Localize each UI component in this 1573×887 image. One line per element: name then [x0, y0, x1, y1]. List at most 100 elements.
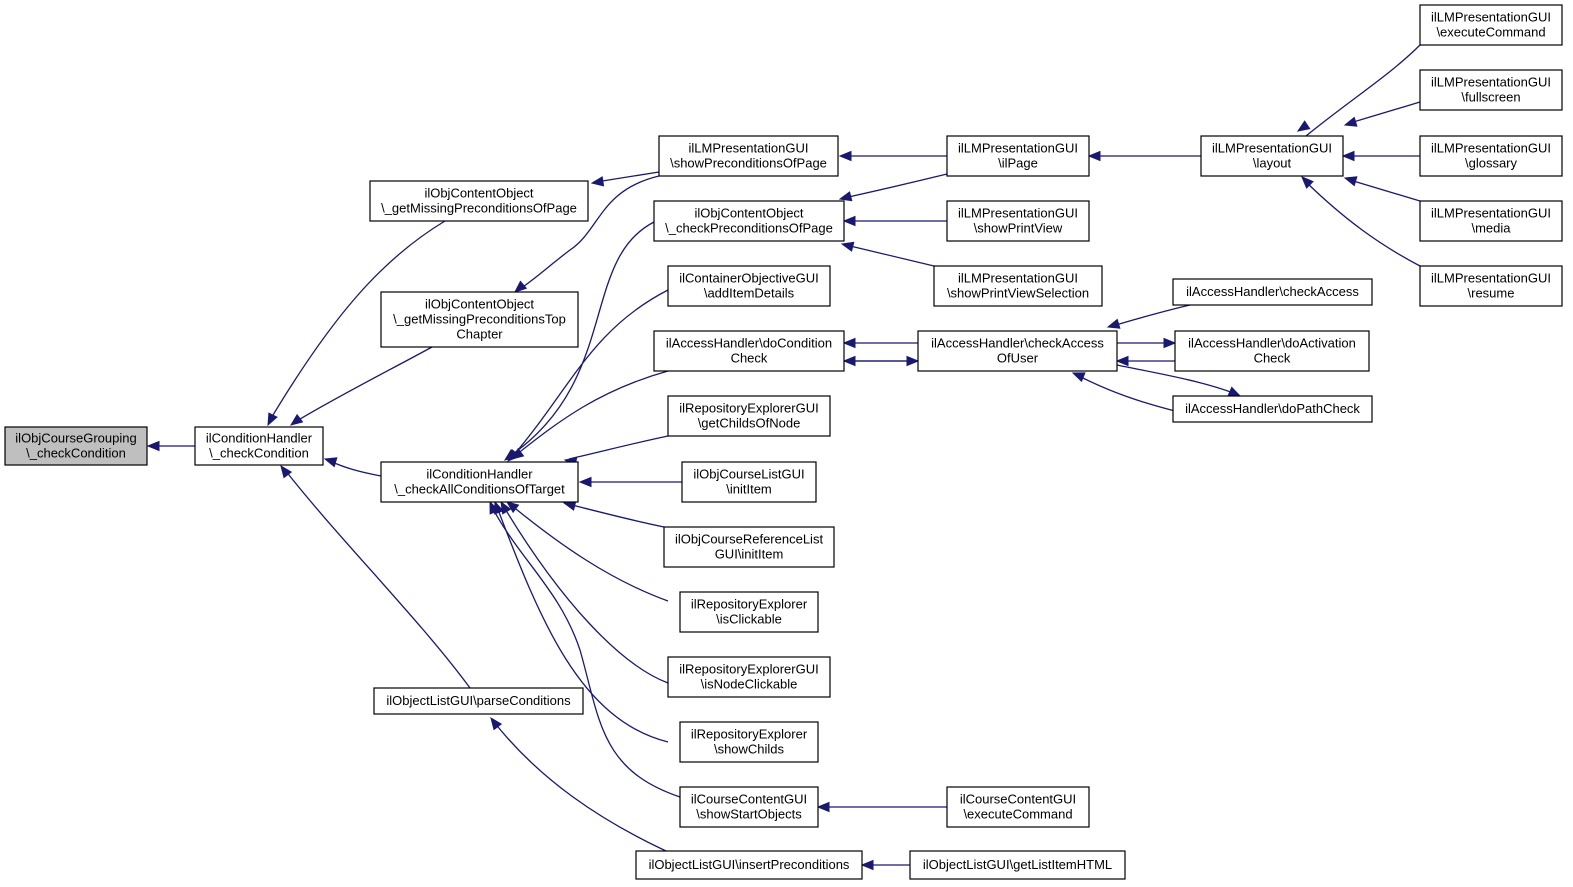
call-edge [578, 476, 682, 488]
call-edge [267, 220, 446, 427]
node-label: \_checkCondition [209, 446, 309, 461]
root-function-node[interactable]: ilObjCourseGrouping\_checkCondition [4, 426, 148, 466]
node-label: \media [1471, 221, 1511, 236]
function-node[interactable]: ilAccessHandler\doPathCheck [1172, 395, 1373, 423]
arrowhead-icon [513, 280, 528, 293]
function-node[interactable]: ilAccessHandler\checkAccess [1172, 278, 1373, 306]
node-label: \initItem [726, 482, 772, 497]
function-node[interactable]: ilObjContentObject\_getMissingPreconditi… [369, 180, 589, 222]
call-edge [490, 716, 667, 852]
node-label: \isNodeClickable [701, 677, 798, 692]
function-node[interactable]: ilLMPresentationGUI\showPreconditionsOfP… [658, 135, 839, 177]
arrowhead-icon [1341, 150, 1355, 162]
call-edge [860, 859, 910, 871]
node-label: ilAccessHandler\doActivation [1188, 336, 1356, 351]
arrowhead-icon [1115, 355, 1129, 367]
node-label: ilContainerObjectiveGUI [679, 271, 818, 286]
function-node[interactable]: ilLMPresentationGUI\glossary [1419, 135, 1563, 177]
call-edge [1087, 150, 1201, 162]
function-node[interactable]: ilCourseContentGUI\showStartObjects [679, 786, 819, 828]
function-node[interactable]: ilLMPresentationGUI\showPrintView [946, 200, 1090, 242]
arrowhead-icon [1106, 318, 1121, 329]
function-node[interactable]: ilObjContentObject\_getMissingPreconditi… [380, 291, 579, 348]
arrowhead-icon [1343, 176, 1358, 187]
node-label: ilLMPresentationGUI [1431, 141, 1551, 156]
function-node[interactable]: ilObjectListGUI\parseConditions [373, 687, 584, 715]
arrowhead-icon [490, 716, 503, 731]
node-label: ilLMPresentationGUI [958, 206, 1078, 221]
node-label: \resume [1468, 286, 1515, 301]
arrowhead-icon [838, 150, 852, 162]
call-edge [1301, 176, 1421, 267]
function-node[interactable]: ilObjContentObject\_checkPreconditionsOf… [653, 200, 845, 242]
arrowhead-icon [289, 413, 304, 426]
node-label: ilObjCourseGrouping [15, 431, 136, 446]
call-edge [1341, 150, 1420, 162]
call-edge [280, 464, 471, 689]
function-node[interactable]: ilLMPresentationGUI\fullscreen [1419, 69, 1563, 111]
node-label: ilLMPresentationGUI [1431, 10, 1551, 25]
node-label: \_checkAllConditionsOfTarget [394, 482, 565, 497]
node-label: \_checkCondition [26, 446, 126, 461]
call-edge [1296, 44, 1421, 137]
function-node[interactable]: ilRepositoryExplorerGUI\isNodeClickable [667, 656, 831, 698]
node-label: ilRepositoryExplorer [691, 597, 808, 612]
call-edge [489, 500, 681, 798]
arrowhead-icon [510, 447, 525, 460]
function-node[interactable]: ilConditionHandler\_checkAllConditionsOf… [380, 461, 579, 503]
arrowhead-icon [267, 412, 278, 427]
function-node[interactable]: ilConditionHandler\_checkCondition [194, 426, 324, 466]
function-node[interactable]: ilObjCourseListGUI\initItem [681, 461, 817, 503]
function-node[interactable]: ilLMPresentationGUI\resume [1419, 265, 1563, 307]
function-node[interactable]: ilContainerObjectiveGUI\addItemDetails [667, 265, 831, 307]
call-edge [842, 355, 918, 367]
node-label: \_getMissingPreconditionsTop [393, 312, 566, 327]
node-label: ilLMPresentationGUI [1212, 141, 1332, 156]
function-node[interactable]: ilLMPresentationGUI\ilPage [946, 135, 1090, 177]
function-node[interactable]: ilRepositoryExplorer\showChilds [679, 721, 819, 763]
node-label: \fullscreen [1461, 90, 1520, 105]
call-edge [505, 501, 669, 602]
function-node[interactable]: ilRepositoryExplorerGUI\getChildsOfNode [667, 395, 831, 437]
node-label: ilAccessHandler\checkAccess [931, 336, 1104, 351]
node-label: Chapter [456, 327, 503, 342]
function-node[interactable]: ilLMPresentationGUI\showPrintViewSelecti… [933, 265, 1103, 307]
node-label: ilRepositoryExplorerGUI [679, 401, 818, 416]
arrowhead-icon [562, 500, 577, 511]
arrowhead-icon [146, 440, 160, 452]
call-edge [590, 171, 660, 187]
arrowhead-icon [1071, 372, 1086, 383]
call-edge [842, 337, 918, 349]
function-node[interactable]: ilLMPresentationGUI\media [1419, 200, 1563, 242]
arrowhead-icon [1296, 120, 1311, 132]
node-label: \_checkPreconditionsOfPage [665, 221, 833, 236]
node-label: ilCourseContentGUI [691, 792, 807, 807]
node-label: ilLMPresentationGUI [1431, 206, 1551, 221]
node-label: ilObjCourseReferenceList [675, 532, 824, 547]
function-node[interactable]: ilObjectListGUI\insertPreconditions [635, 850, 863, 880]
node-label: \showChilds [714, 742, 785, 757]
node-label: ilLMPresentationGUI [1431, 271, 1551, 286]
node-label: \showStartObjects [696, 807, 802, 822]
node-label: \executeCommand [1436, 25, 1545, 40]
node-label: ilLMPresentationGUI [958, 141, 1078, 156]
node-label: \showPrintViewSelection [947, 286, 1089, 301]
function-node[interactable]: ilCourseContentGUI\executeCommand [946, 786, 1090, 828]
call-edge [323, 457, 382, 477]
node-label: ilLMPresentationGUI [958, 271, 1078, 286]
call-edge [289, 346, 433, 426]
arrowhead-icon [842, 337, 856, 349]
function-node[interactable]: ilLMPresentationGUI\layout [1200, 135, 1344, 177]
arrowhead-icon [1301, 176, 1314, 189]
call-edge [1115, 355, 1175, 367]
node-label: \_getMissingPreconditionsOfPage [381, 201, 577, 216]
function-node[interactable]: ilRepositoryExplorer\isClickable [679, 591, 819, 633]
function-node[interactable]: ilObjectListGUI\getListItemHTML [909, 850, 1126, 880]
arrowhead-icon [578, 476, 592, 488]
function-node[interactable]: ilLMPresentationGUI\executeCommand [1419, 4, 1563, 46]
node-label: \executeCommand [963, 807, 1072, 822]
